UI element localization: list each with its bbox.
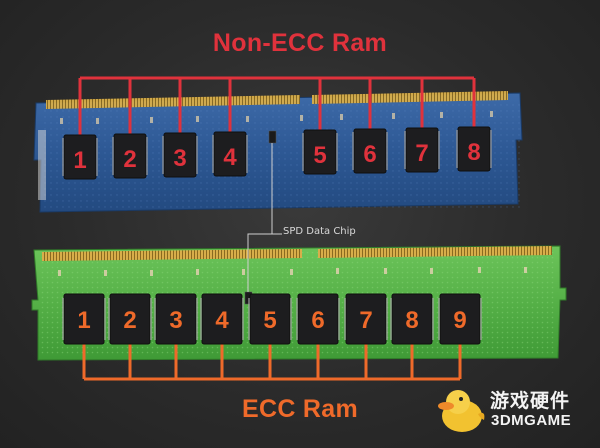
non-ecc-bracket <box>78 76 476 139</box>
ecc-bracket <box>82 340 462 381</box>
ecc-chip-label: 4 <box>215 307 229 334</box>
ecc-title: ECC Ram <box>241 395 359 423</box>
non-ecc-chip-3: 3 <box>162 132 198 178</box>
non-ecc-chip-label: 6 <box>363 141 376 168</box>
non-ecc-chip-5: 5 <box>302 129 338 175</box>
non-ecc-chip-label: 5 <box>313 142 326 169</box>
ecc-chip-2: 2 <box>108 293 152 345</box>
duck-mascot-icon <box>438 390 485 432</box>
non-ecc-chip-7: 7 <box>404 127 440 173</box>
spd-connector-line-lower <box>247 233 272 292</box>
non-ecc-chip-label: 8 <box>467 139 480 166</box>
non-ecc-chip-label: 4 <box>223 144 237 171</box>
spd-data-chip-label: SPD Data Chip <box>283 226 356 237</box>
ecc-chip-row: 1 2 3 4 5 6 7 8 9 <box>62 293 482 345</box>
non-ecc-chip-8: 8 <box>456 126 492 172</box>
ecc-chip-4: 4 <box>200 293 244 345</box>
ecc-chip-label: 5 <box>263 307 276 334</box>
non-ecc-title: Non-ECC Ram <box>212 29 388 57</box>
non-ecc-chip-1: 1 <box>62 134 98 180</box>
ecc-chip-label: 6 <box>311 307 324 334</box>
ecc-chip-label: 3 <box>169 307 182 334</box>
non-ecc-chip-6: 6 <box>352 128 388 174</box>
ecc-chip-7: 7 <box>344 293 388 345</box>
ecc-chip-5: 5 <box>248 293 292 345</box>
ecc-chip-9: 9 <box>438 293 482 345</box>
watermark-en: 3DMGAME <box>491 412 572 429</box>
non-ecc-chip-4: 4 <box>212 131 248 177</box>
ecc-chip-label: 8 <box>405 307 418 334</box>
ecc-chip-6: 6 <box>296 293 340 345</box>
non-ecc-chip-label: 2 <box>123 146 136 173</box>
watermark-cn: 游戏硬件 <box>490 390 571 412</box>
ecc-chip-3: 3 <box>154 293 198 345</box>
ecc-chip-label: 2 <box>123 307 136 334</box>
non-ecc-chip-label: 1 <box>73 147 86 174</box>
spd-chip-non-ecc <box>268 130 277 144</box>
ecc-chip-label: 7 <box>359 307 372 334</box>
non-ecc-ram-module <box>33 91 523 213</box>
ecc-chip-label: 9 <box>453 307 466 334</box>
ecc-chip-8: 8 <box>390 293 434 345</box>
non-ecc-chip-label: 3 <box>173 145 186 172</box>
ecc-chip-label: 1 <box>77 307 90 334</box>
ecc-chip-1: 1 <box>62 293 106 345</box>
watermark: 游戏硬件 3DMGAME <box>434 384 598 440</box>
non-ecc-chip-label: 7 <box>415 140 428 167</box>
non-ecc-chip-row: 1 2 3 4 5 6 7 8 <box>62 126 492 180</box>
non-ecc-chip-2: 2 <box>112 133 148 179</box>
